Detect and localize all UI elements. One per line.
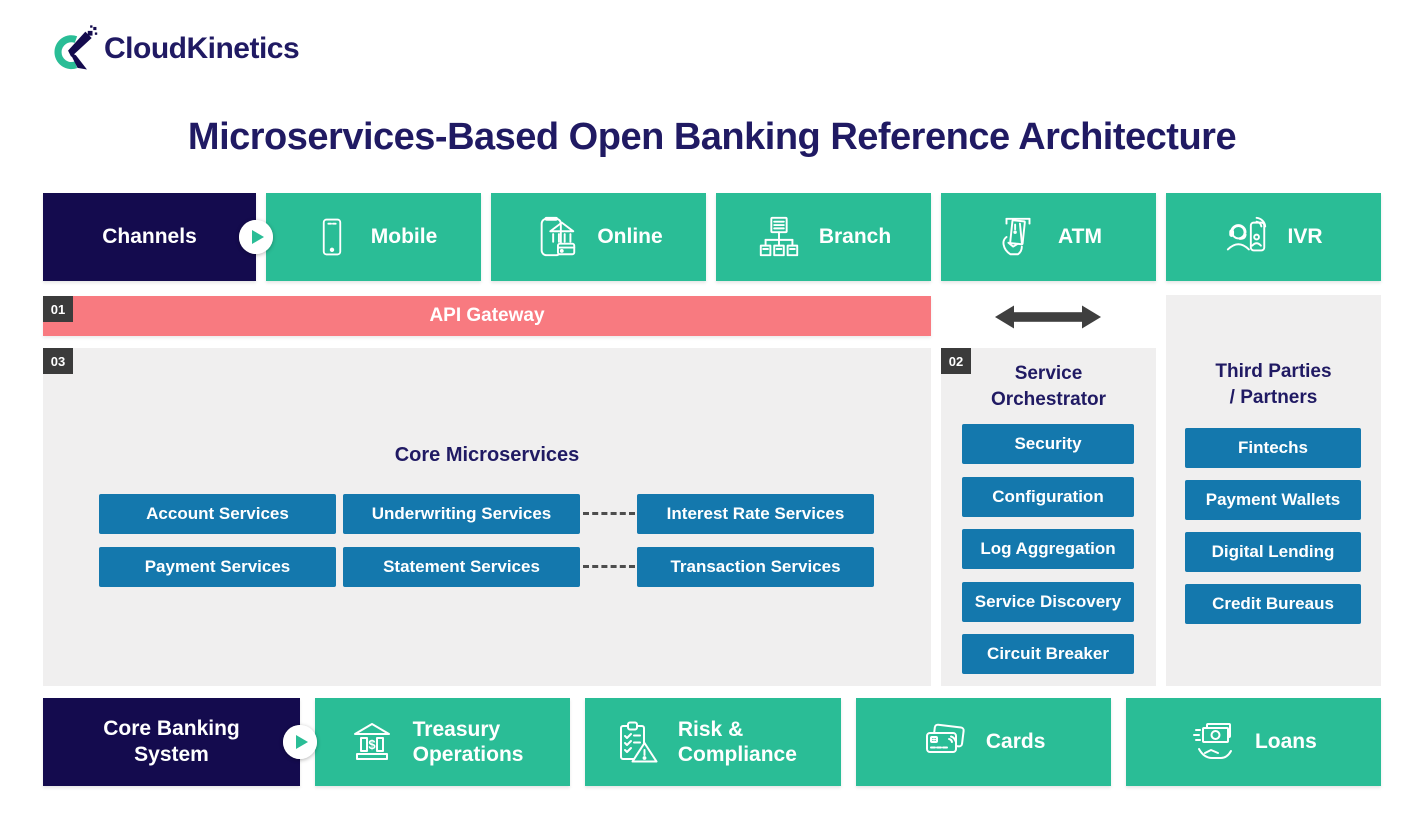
orchestrator-box: Circuit Breaker: [962, 634, 1134, 674]
channel-online: Online: [491, 193, 706, 281]
microservice-box: Account Services: [99, 494, 336, 534]
title-line: Third Parties: [1215, 361, 1332, 382]
third-party-box: Fintechs: [1185, 428, 1361, 468]
treasury-icon: $: [348, 718, 396, 766]
mobile-icon: [310, 215, 354, 259]
core-banking-header: Core Banking System: [43, 698, 317, 786]
channel-branch: Branch: [716, 193, 931, 281]
title-line: Service: [1014, 363, 1083, 384]
channels-header: Channels: [43, 193, 273, 281]
service-orchestrator-title: Service Orchestrator: [941, 361, 1156, 412]
third-party-box: Digital Lending: [1185, 532, 1361, 572]
core-banking-risk: Risk & Compliance: [585, 698, 841, 786]
channel-label: ATM: [1058, 225, 1102, 249]
brand-name: CloudKinetics: [104, 32, 300, 65]
core-banking-treasury: $ Treasury Operations: [315, 698, 571, 786]
core-banking-label: Risk & Compliance: [677, 717, 797, 766]
core-banking-cards: Cards: [855, 698, 1111, 786]
channel-label: Mobile: [370, 225, 438, 249]
microservice-box: Underwriting Services: [343, 494, 580, 534]
core-microservices-title: Core Microservices: [394, 444, 580, 466]
channel-label: IVR: [1287, 225, 1323, 249]
orchestrator-box: Security: [962, 424, 1134, 464]
third-parties-panel: Third Parties / Partners Fintechs Paymen…: [1166, 295, 1381, 686]
brand-logo: CloudKinetics: [46, 24, 300, 74]
core-banking-header-label: Core Banking System: [103, 716, 240, 766]
step-badge: 02: [941, 348, 971, 374]
cards-icon: [921, 718, 969, 766]
online-banking-icon: [534, 214, 580, 260]
channels-header-label: Channels: [102, 224, 197, 248]
branch-icon: [756, 214, 802, 260]
step-badge: 03: [43, 348, 73, 374]
step-badge: 01: [43, 296, 73, 322]
page-title: Microservices-Based Open Banking Referen…: [187, 116, 1237, 158]
core-banking-label: Loans: [1254, 730, 1317, 754]
atm-icon: [995, 214, 1041, 260]
third-party-box: Credit Bureaus: [1185, 584, 1361, 624]
channel-label: Online: [597, 225, 663, 249]
service-orchestrator-panel: 02 Service Orchestrator Security Configu…: [941, 348, 1156, 686]
orchestrator-box: Configuration: [962, 477, 1134, 517]
core-banking-label: Treasury Operations: [412, 717, 524, 766]
core-banking-row: Core Banking System $ Treasury Operation…: [43, 698, 1381, 786]
svg-text:$: $: [368, 737, 376, 752]
third-party-box: Payment Wallets: [1185, 480, 1361, 520]
core-banking-label: Cards: [985, 730, 1046, 754]
ivr-icon: [1224, 214, 1270, 260]
title-line: Orchestrator: [990, 388, 1107, 410]
microservice-box: Transaction Services: [637, 547, 874, 587]
orchestrator-box: Service Discovery: [962, 582, 1134, 622]
core-banking-loans: Loans: [1125, 698, 1381, 786]
channel-mobile: Mobile: [266, 193, 481, 281]
api-gateway-bar: 01 API Gateway: [43, 296, 931, 336]
loans-icon: [1190, 718, 1238, 766]
title-line: / Partners: [1229, 386, 1318, 408]
api-gateway-label: API Gateway: [429, 305, 545, 326]
third-parties-title: Third Parties / Partners: [1166, 359, 1381, 410]
dashed-connector: [583, 512, 635, 515]
orchestrator-box: Log Aggregation: [962, 529, 1134, 569]
play-icon[interactable]: [283, 725, 317, 759]
channel-label: Branch: [818, 225, 892, 249]
dashed-connector: [583, 565, 635, 568]
core-microservices-panel: 03 Core Microservices Account Services U…: [43, 348, 931, 686]
bidirectional-arrow-icon: [995, 305, 1101, 329]
channels-row: Channels Mobile: [43, 193, 1381, 281]
channel-atm: ATM: [941, 193, 1156, 281]
microservice-box: Interest Rate Services: [637, 494, 874, 534]
microservice-box: Statement Services: [343, 547, 580, 587]
channel-ivr: IVR: [1166, 193, 1381, 281]
microservice-box: Payment Services: [99, 547, 336, 587]
risk-compliance-icon: [613, 718, 661, 766]
play-icon[interactable]: [239, 220, 273, 254]
cloudkinetics-logo-icon: [46, 24, 98, 74]
